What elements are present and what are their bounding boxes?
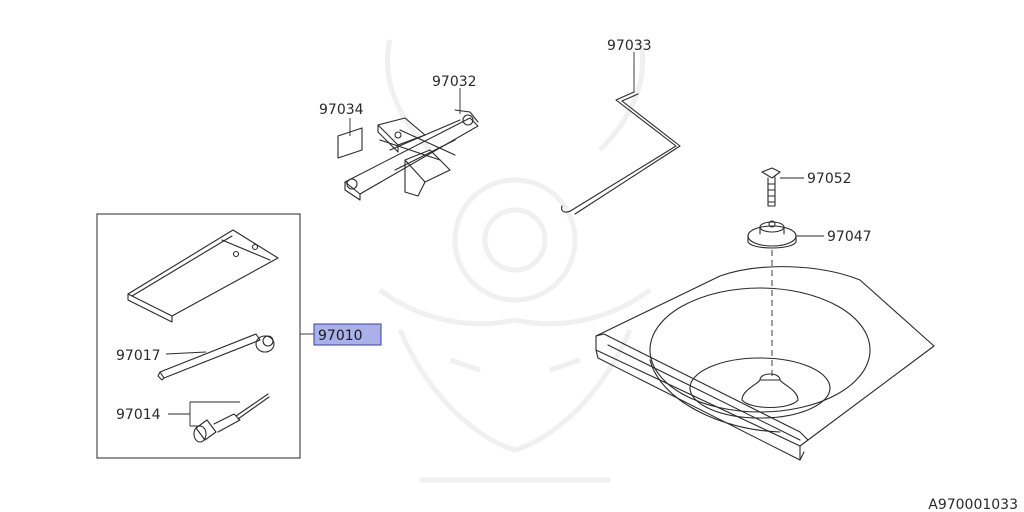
tool-bag [127, 229, 279, 323]
screwdriver [193, 393, 270, 443]
label-97017: 97017 [116, 348, 161, 364]
figure-code: A970001033 [928, 497, 1018, 512]
label-97032: 97032 [432, 74, 477, 90]
tool-kit-box [96, 213, 301, 459]
label-97052: 97052 [807, 171, 852, 187]
leader-97017 [165, 351, 207, 355]
label-sticker [337, 127, 363, 159]
jack-assembly [344, 109, 479, 201]
jack-handle-rod [561, 91, 681, 215]
highlight-box-97010[interactable] [313, 323, 382, 346]
highlight-97010[interactable]: 97010 [313, 323, 382, 346]
label-97010[interactable]: 97010 [318, 328, 363, 344]
wheel-nut-wrench [157, 333, 275, 381]
spare-tire-tray [595, 266, 935, 461]
label-97034: 97034 [319, 102, 364, 118]
hold-down-bolt [761, 167, 781, 207]
watermark-emblem [378, 39, 652, 483]
cap-assembly [747, 220, 797, 249]
label-97047: 97047 [827, 229, 872, 245]
leader-97014 [168, 401, 240, 427]
label-97033: 97033 [607, 38, 652, 54]
label-97014: 97014 [116, 407, 161, 423]
